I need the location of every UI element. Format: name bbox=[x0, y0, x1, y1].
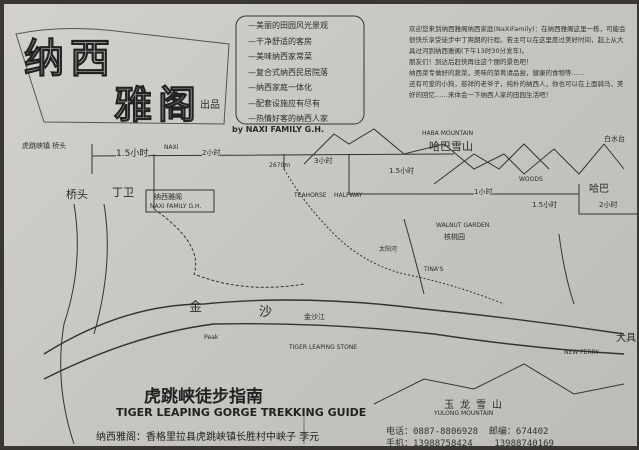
guesthouse-sign-box bbox=[145, 189, 215, 213]
segment-time: 3小时 bbox=[314, 156, 333, 166]
footer-contacts: 电话：0887-8806928 邮编：674402 手机：13988758424… bbox=[386, 426, 554, 450]
intro-paragraph: 还有可爱的小狗，慈祥的老爷子，纯朴的纳西人，你也可以在上面骑马，美好的回忆……来… bbox=[409, 80, 624, 99]
route-start: 虎跳峡镇 桥头 bbox=[22, 142, 67, 150]
place-haba-cn: 哈巴雪山 bbox=[429, 140, 473, 153]
phone-number: 0887-8806928 bbox=[413, 427, 479, 437]
place-baishuitai: 白水台 bbox=[604, 135, 625, 143]
altitude-label: 2670m bbox=[269, 162, 291, 169]
mobile-label: 手机： bbox=[386, 439, 414, 449]
intro-paragraph: 朋友们！到达后赶快再往这个丽的景色吧！ bbox=[409, 58, 533, 66]
place-teahorse: TEAHORSE bbox=[294, 192, 327, 199]
woods-label: WOODS bbox=[519, 176, 543, 183]
feature-item: —美丽的田园风光景观 bbox=[248, 21, 328, 30]
trail-gorge bbox=[283, 168, 505, 305]
feature-item: —美味纳西家常菜 bbox=[248, 52, 312, 61]
segment-time: 2小时 bbox=[202, 148, 221, 158]
features-box bbox=[235, 15, 365, 125]
zip-code: 674402 bbox=[515, 427, 549, 437]
title-naxi: 纳西 bbox=[24, 36, 116, 83]
streams bbox=[403, 218, 575, 305]
place-jinsha: 金沙江 bbox=[304, 313, 325, 321]
place-halfway: HALFWAY bbox=[334, 192, 363, 199]
place-walnut-en: WALNUT GARDEN bbox=[436, 222, 490, 229]
place-dingwei: 丁卫 bbox=[112, 186, 134, 199]
place-haba-en: HABA MOUNTAIN bbox=[422, 130, 474, 137]
byline: by NAXI FAMILY G.H. bbox=[232, 125, 324, 134]
route-line bbox=[91, 144, 637, 215]
feature-item: —纳西家庭一体化 bbox=[248, 83, 312, 92]
road-west bbox=[60, 203, 108, 445]
trail-lower bbox=[153, 208, 305, 288]
title-frame bbox=[15, 27, 230, 125]
intro-paragraph: 欢迎您来到纳西雅阁纳西家庭(NaXiFamily)：在纳西雅阁这里一栋，可能会很… bbox=[409, 25, 626, 55]
guesthouse-name-cn: 纳西雅阁 bbox=[154, 193, 182, 201]
phone-label: 电话： bbox=[386, 427, 414, 437]
feature-item: —干净舒适的客房 bbox=[248, 36, 312, 46]
river-bank-north bbox=[43, 299, 625, 355]
features-list: —美丽的田园风光景观 —干净舒适的客房 —美味纳西家常菜 —复合式纳西民居院落 … bbox=[248, 18, 328, 127]
intro-text: 欢迎您来到纳西雅阁纳西家庭(NaXiFamily)：在纳西雅阁这里一栋，可能会很… bbox=[409, 24, 629, 101]
naxi-label: NAXI bbox=[164, 144, 179, 151]
yulong-ridge bbox=[373, 363, 625, 405]
title-suffix: 出品 bbox=[200, 100, 220, 111]
place-qiaotou: 桥头 bbox=[66, 188, 88, 201]
zip-label: 邮编： bbox=[488, 427, 516, 437]
place-haba-village: 哈巴 bbox=[589, 184, 609, 195]
guide-title-cn: 虎跳峡徒步指南 bbox=[144, 387, 263, 407]
haba-peaks bbox=[433, 143, 550, 185]
guesthouse-name-en: NAXI FAMILY G.H. bbox=[150, 203, 202, 210]
footer-address: 纳西雅阁：香格里拉县虎跳峡镇长胜村中峡子 李元 bbox=[96, 432, 320, 443]
place-walnut-cn: 核桃园 bbox=[444, 233, 465, 241]
feature-item: —配套设施应有尽有 bbox=[248, 98, 320, 108]
mobile-number-1: 13988758424 bbox=[413, 439, 473, 449]
segment-time: 1.5小时 bbox=[116, 146, 149, 159]
segment-time: 2小时 bbox=[599, 201, 618, 209]
place-yulong-cn: 玉龙雪山 bbox=[444, 400, 508, 411]
title-yage: 雅阁 bbox=[113, 83, 203, 128]
feature-item: —复合式纳西民居院落 bbox=[248, 67, 328, 77]
segment-time: 1小时 bbox=[474, 187, 493, 197]
river-char-jin: 金 bbox=[189, 300, 203, 315]
river-char-sha: 沙 bbox=[259, 305, 273, 320]
place-taiyanghe: 太阳河 bbox=[379, 246, 398, 253]
place-daju: 大具 bbox=[616, 333, 636, 344]
river-bank-south bbox=[43, 323, 625, 380]
segment-time: 1.5小时 bbox=[389, 167, 415, 175]
map-drawing bbox=[15, 15, 637, 445]
mountain-ridge bbox=[303, 128, 625, 175]
feature-item: —热情好客的纳西人家 bbox=[248, 114, 328, 123]
intro-paragraph: 纳西菜专做好的蔬菜，美味的菜肴请品尝，健康的食物等…… bbox=[409, 69, 585, 77]
mobile-number-2: 13988740169 bbox=[494, 439, 554, 449]
place-tiger-stone: TIGER LEAPING STONE bbox=[289, 344, 358, 351]
place-tinas: TINA'S bbox=[424, 266, 444, 273]
place-new-ferry: NEW FERRY bbox=[564, 349, 599, 356]
guide-title-en: TIGER LEAPING GORGE TREKKING GUIDE bbox=[116, 406, 367, 419]
place-yulong-en: YULONG MOUNTAIN bbox=[434, 410, 494, 417]
place-peak: Peak bbox=[204, 334, 219, 341]
map-sheet: 纳西 雅阁 出品 by NAXI FAMILY G.H. —美丽的田园风光景观 … bbox=[4, 4, 637, 449]
segment-time: 1.5小时 bbox=[532, 201, 558, 209]
